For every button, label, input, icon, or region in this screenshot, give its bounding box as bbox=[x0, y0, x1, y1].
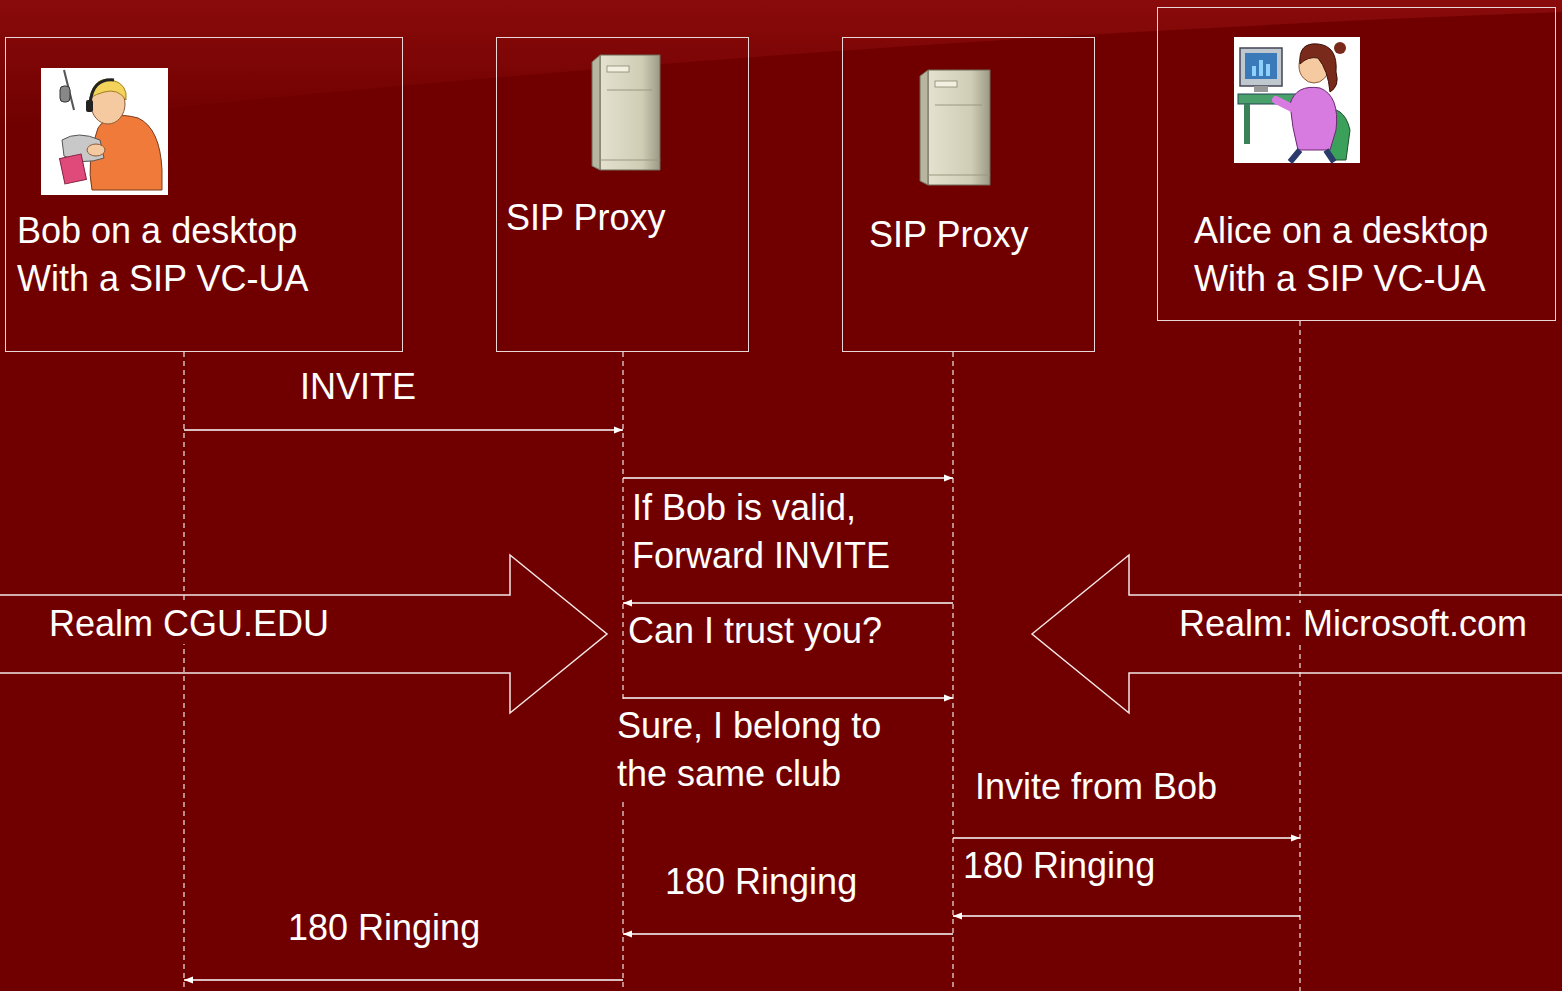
node-title: SIP Proxy bbox=[869, 211, 1028, 259]
realm-arrow-shape bbox=[1032, 555, 1562, 713]
message-arrow bbox=[623, 933, 953, 935]
lifeline bbox=[622, 352, 623, 991]
message-label: INVITE bbox=[298, 363, 418, 411]
node-title: SIP Proxy bbox=[506, 194, 665, 242]
message-label: 180 Ringing bbox=[663, 858, 859, 906]
user-agent-box: Alice on a desktop With a SIP VC-UA bbox=[1157, 7, 1556, 321]
message-label: Can I trust you? bbox=[626, 607, 884, 655]
message-label: If Bob is valid, Forward INVITE bbox=[630, 484, 944, 580]
message-label: Sure, I belong to the same club bbox=[615, 702, 919, 798]
message-label: 180 Ringing bbox=[286, 904, 482, 952]
node-title: Alice on a desktop With a SIP VC-UA bbox=[1194, 207, 1539, 303]
message-arrow bbox=[623, 602, 953, 604]
lifeline bbox=[952, 352, 953, 991]
realm-name: Realm CGU.EDU bbox=[46, 603, 332, 644]
message-arrow bbox=[184, 429, 623, 431]
message-arrow bbox=[623, 697, 953, 699]
bob-picture bbox=[41, 68, 168, 195]
message-label: Invite from Bob bbox=[973, 763, 1219, 811]
message-arrow bbox=[953, 915, 1300, 917]
realm-arrow-shape bbox=[0, 555, 607, 713]
realm-name: Realm: Microsoft.com bbox=[1176, 603, 1530, 644]
proxy-box: SIP Proxy bbox=[842, 37, 1095, 352]
lifeline bbox=[183, 352, 184, 991]
server-picture bbox=[920, 70, 990, 185]
message-arrow bbox=[623, 477, 953, 479]
realm-arrow: Realm: Microsoft.com bbox=[1032, 555, 1562, 713]
alice-picture bbox=[1234, 37, 1360, 163]
message-arrow bbox=[184, 979, 623, 981]
message-arrow bbox=[953, 837, 1300, 839]
server-picture bbox=[592, 55, 660, 170]
user-agent-box: Bob on a desktop With a SIP VC-UA bbox=[5, 37, 403, 352]
proxy-box: SIP Proxy bbox=[496, 37, 749, 352]
message-label: 180 Ringing bbox=[961, 842, 1157, 890]
realm-arrow: Realm CGU.EDU bbox=[0, 555, 607, 713]
node-title: Bob on a desktop With a SIP VC-UA bbox=[17, 207, 362, 303]
lifeline bbox=[1299, 321, 1300, 991]
